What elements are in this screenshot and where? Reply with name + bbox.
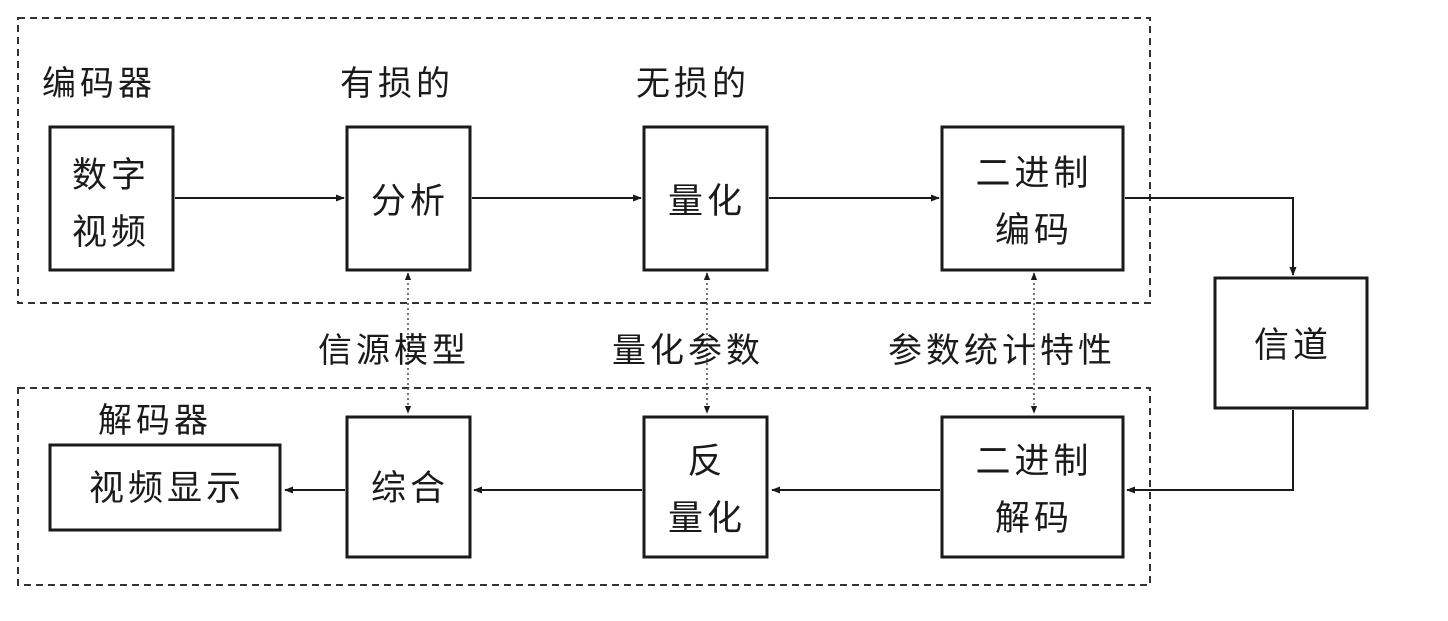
decoder-title: 解码器: [98, 401, 212, 441]
binary-decoding-text-2: 解码: [995, 499, 1073, 539]
dequantization-box: [642, 415, 769, 559]
encoder-title: 编码器: [42, 64, 156, 104]
binary-decoding-text-1: 二进制: [975, 442, 1092, 482]
quantization-box: [642, 125, 769, 272]
analysis-box: [345, 125, 472, 272]
dequantization-text-1: 反: [687, 442, 726, 482]
synthesis-text: 综合: [371, 469, 449, 509]
digital-video-text-1: 数字: [72, 156, 150, 196]
analysis-text: 分析: [371, 182, 449, 222]
binary-encoding-text-2: 编码: [995, 211, 1073, 251]
channel-box: [1213, 276, 1369, 410]
lossy-label: 有损的: [340, 64, 454, 104]
dequantization-text-2: 量化: [668, 499, 746, 539]
digital-video-text-2: 视频: [72, 213, 150, 253]
video-display-box: [48, 443, 282, 532]
binary-encoding-text-1: 二进制: [975, 154, 1092, 194]
video-display-text: 视频显示: [89, 469, 245, 509]
synthesis-box: [345, 415, 472, 559]
digital-video-box: [48, 125, 175, 272]
arrow-encoding-to-channel: [1125, 197, 1297, 276]
binary-encoding-box: [940, 125, 1125, 272]
arrow-channel-to-decoding: [1126, 410, 1294, 494]
lossless-label: 无损的: [636, 64, 750, 104]
channel-text: 信道: [1254, 326, 1332, 366]
encoder-frame: [17, 17, 1151, 304]
param-stats-label: 参数统计特性: [888, 331, 1116, 371]
quantization-text: 量化: [668, 182, 746, 222]
source-model-label: 信源模型: [318, 331, 470, 371]
decoder-frame: [17, 387, 1151, 586]
quant-params-label: 量化参数: [612, 331, 764, 371]
binary-decoding-box: [940, 415, 1125, 559]
